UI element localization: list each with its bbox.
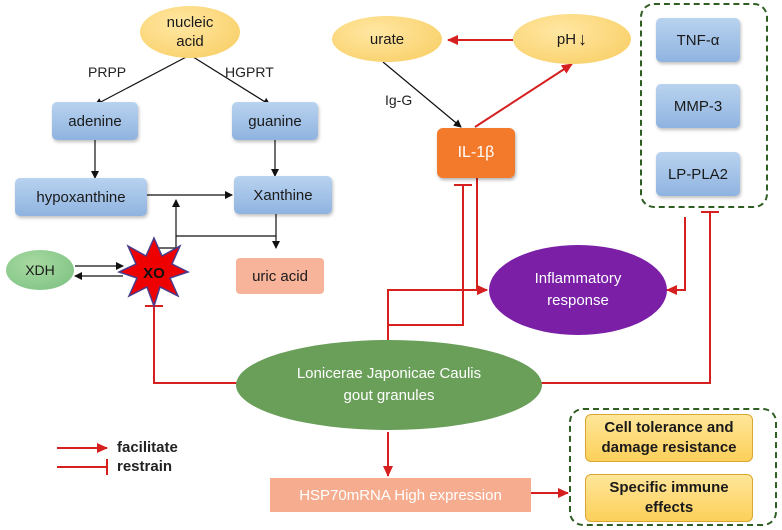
node-guanine: guanine — [232, 102, 318, 140]
node-cell-tolerance-label: Cell tolerance and damage resistance — [601, 419, 737, 456]
edge-il1b-inflammatory — [476, 178, 488, 295]
edge-xo-uric-acid — [176, 235, 280, 249]
node-hypoxanthine: hypoxanthine — [15, 178, 147, 216]
ph-down-arrow-icon: ↓ — [578, 28, 588, 49]
edge-label-prpp: PRPP — [88, 64, 127, 80]
node-inflammatory-response-label: Inflammatory response — [534, 270, 622, 309]
cytokine-group-box — [640, 3, 768, 208]
edge-nucleic-guanine — [189, 54, 271, 106]
node-xanthine: Xanthine — [234, 176, 332, 214]
node-lppla2-label: LP-PLA2 — [667, 165, 729, 183]
node-nucleic-acid: nucleic acid — [140, 6, 240, 58]
node-il1b-label: IL-1β — [457, 144, 495, 161]
edge-urate-il1b — [382, 61, 462, 128]
edge-label-igg: Ig-G — [385, 92, 413, 108]
node-cell-tolerance: Cell tolerance and damage resistance — [585, 414, 753, 462]
edge-nucleic-adenine — [94, 54, 191, 106]
node-immune-effects: Specific immune effects — [585, 474, 753, 522]
node-uric-acid-label: uric acid — [252, 267, 308, 285]
node-adenine: adenine — [52, 102, 138, 140]
node-lonicerae-label: Lonicerae Japonicae Caulis gout granules — [296, 365, 482, 404]
edge-label-hgprt: HGPRT — [225, 64, 274, 80]
node-inflammatory-response: Inflammatory response — [489, 245, 667, 335]
edge-il1b-ph — [474, 63, 573, 128]
node-guanine-label: guanine — [248, 112, 302, 130]
node-tnf: TNF-α — [656, 18, 740, 62]
node-hypoxanthine-label: hypoxanthine — [36, 188, 126, 206]
node-mmp3: MMP-3 — [656, 84, 740, 128]
node-hsp70-label: HSP70mRNA High expression — [299, 486, 502, 504]
edge-lonicerae-restrain-xo — [153, 306, 238, 384]
node-uric-acid: uric acid — [236, 258, 324, 294]
effects-group-box — [569, 408, 777, 526]
legend-restrain-label: restrain — [117, 458, 173, 475]
node-ph: pH ↓ — [513, 14, 631, 64]
node-hsp70: HSP70mRNA High expression — [270, 478, 531, 512]
edge-cytokines-inflammatory — [666, 217, 686, 295]
node-tnf-label: TNF-α — [676, 31, 720, 49]
node-xdh-label: XDH — [25, 262, 55, 278]
legend-facilitate-label: facilitate — [117, 439, 178, 456]
node-xanthine-label: Xanthine — [253, 186, 313, 204]
edge-lonicerae-restrain-il1b — [387, 185, 464, 345]
node-adenine-label: adenine — [68, 112, 122, 130]
edge-lonicerae-restrain-cytokines — [540, 212, 711, 384]
edge-lonicerae-inflammatory — [387, 285, 488, 345]
xo-star-shape — [116, 236, 190, 309]
node-urate: urate — [332, 16, 442, 62]
node-ph-label: pH — [556, 30, 577, 48]
node-xdh: XDH — [6, 250, 74, 290]
node-mmp3-label: MMP-3 — [673, 97, 723, 115]
node-lonicerae: Lonicerae Japonicae Caulis gout granules — [236, 340, 542, 430]
node-nucleic-acid-label: nucleic acid — [166, 14, 214, 50]
node-xo: XO — [134, 261, 174, 285]
node-il1b: IL-1β — [437, 128, 515, 178]
node-xo-label: XO — [143, 264, 165, 282]
node-urate-label: urate — [369, 30, 405, 48]
node-lppla2: LP-PLA2 — [656, 152, 740, 196]
node-immune-effects-label: Specific immune effects — [609, 479, 729, 516]
